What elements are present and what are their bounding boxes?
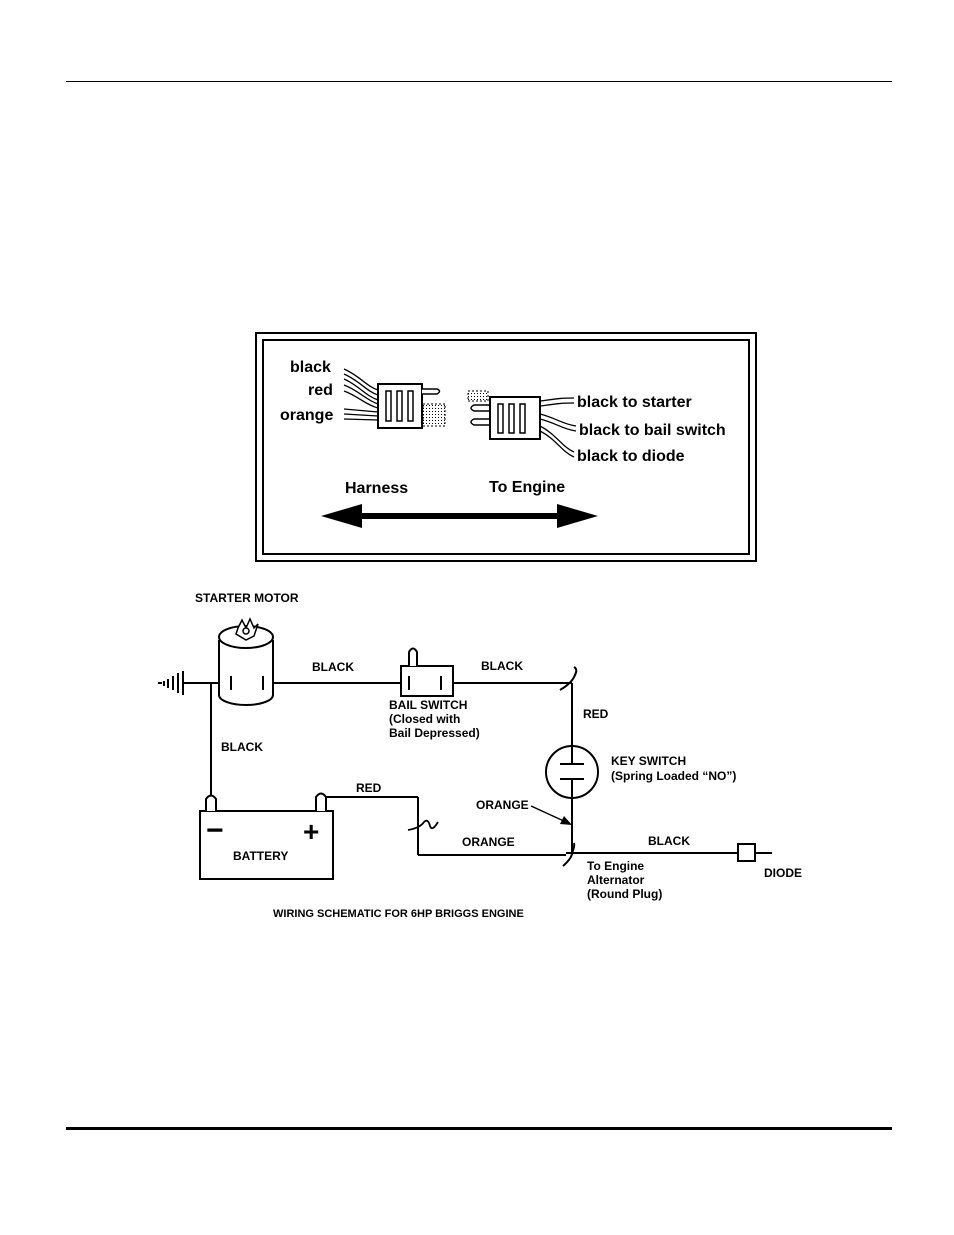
- wire-label-black-ground: BLACK: [221, 740, 263, 754]
- header-rule: [66, 81, 892, 82]
- harness-wire-label-orange: orange: [280, 407, 333, 424]
- bail-switch-note-1: (Closed with: [389, 712, 460, 726]
- harness-connector: [377, 383, 446, 429]
- harness-wire-label-black: black: [290, 359, 331, 376]
- wire-label-black-bail: BLACK: [481, 659, 523, 673]
- engine-connector: [467, 390, 541, 440]
- wire-label-orange: ORANGE: [462, 835, 515, 849]
- battery-label: BATTERY: [233, 849, 288, 863]
- engine-wires: [539, 397, 577, 458]
- orange-pointer-arrow: [530, 805, 572, 825]
- ground-icon: [158, 671, 184, 695]
- harness-wire-label-red: red: [308, 382, 333, 399]
- alternator-label-2: Alternator: [587, 873, 645, 887]
- bail-switch-note-2: Bail Depressed): [389, 726, 480, 740]
- wire-label-black-diode: BLACK: [648, 834, 690, 848]
- footer-rule: [66, 1127, 892, 1130]
- wire-label-black-starter: BLACK: [312, 660, 354, 674]
- diode-icon: [737, 843, 756, 862]
- key-switch-icon: [545, 745, 599, 799]
- battery-negative-terminal: −: [206, 814, 224, 847]
- orange-pointer-label: ORANGE: [476, 798, 529, 812]
- alternator-label-3: (Round Plug): [587, 887, 662, 901]
- starter-motor-label: STARTER MOTOR: [195, 591, 299, 605]
- bail-switch-label: BAIL SWITCH: [389, 698, 467, 712]
- double-arrow: [321, 504, 598, 528]
- engine-direction-label: To Engine: [489, 479, 565, 496]
- connector-box: black red orange black to starter black …: [255, 332, 757, 562]
- schematic-caption: WIRING SCHEMATIC FOR 6HP BRIGGS ENGINE: [273, 908, 524, 920]
- key-switch-label: KEY SWITCH: [611, 754, 686, 768]
- engine-wire-label-starter: black to starter: [577, 394, 692, 411]
- key-switch-note: (Spring Loaded “NO”): [611, 769, 736, 783]
- engine-wire-label-bail: black to bail switch: [579, 422, 726, 439]
- starter-motor-icon: [218, 617, 274, 706]
- harness-wires: [343, 368, 379, 421]
- bail-switch-icon: [400, 647, 454, 697]
- battery-icon: [199, 792, 334, 880]
- schematic: STARTER MOTOR BLACK BLACK BAIL SWITCH (C…: [158, 591, 802, 920]
- battery-positive-terminal: +: [303, 816, 319, 847]
- engine-wire-label-diode: black to diode: [577, 448, 685, 465]
- diode-label: DIODE: [764, 866, 802, 880]
- wire-label-red-battery: RED: [356, 781, 382, 795]
- alternator-label-1: To Engine: [587, 859, 644, 873]
- wire-label-red-key: RED: [583, 707, 609, 721]
- harness-direction-label: Harness: [345, 480, 408, 497]
